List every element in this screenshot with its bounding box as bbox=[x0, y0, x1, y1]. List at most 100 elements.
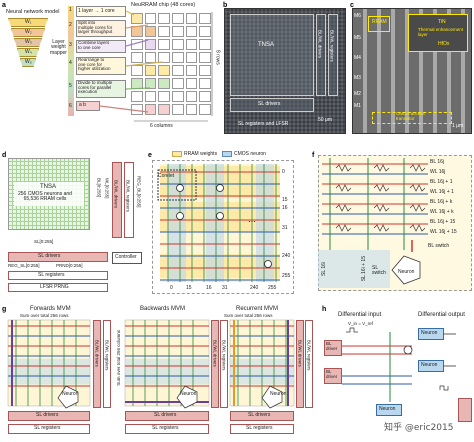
core-cell bbox=[199, 13, 211, 24]
sl-registers-d: SL registers bbox=[38, 272, 65, 278]
watermark: 知乎 @eric2015 bbox=[384, 423, 454, 433]
core-cell bbox=[185, 26, 198, 37]
sl-region bbox=[318, 250, 390, 288]
neuron-node bbox=[216, 212, 224, 220]
core-cell bbox=[199, 104, 211, 115]
g3-sl-registers: SL registers bbox=[246, 425, 273, 431]
cmos-transistor-text: CMOS access transistor bbox=[396, 111, 425, 121]
layer-weight-mapper: Layer weight mapper bbox=[50, 39, 67, 56]
tnsa-text: TNSA bbox=[258, 42, 275, 48]
sl-bus: SL[0:255] bbox=[34, 239, 54, 244]
h-pulse-out bbox=[439, 385, 449, 391]
rram-cell bbox=[373, 224, 390, 232]
core-cell bbox=[199, 39, 211, 50]
h-diff-input: Differential input bbox=[338, 312, 382, 318]
f-bl-k: BL 16j + k bbox=[430, 199, 453, 205]
core-cell bbox=[185, 39, 198, 50]
g-recurrent-title: Recurrent MVM bbox=[236, 306, 279, 312]
core-cell bbox=[185, 65, 198, 76]
cmos-band bbox=[168, 164, 186, 282]
panel-e-label: e bbox=[148, 152, 152, 159]
f-wl-1: WL 16j + 1 bbox=[430, 189, 454, 195]
g-neuron-shape bbox=[261, 385, 283, 409]
scale-c: 1 μm bbox=[452, 123, 464, 129]
e-row-16: 16 bbox=[282, 205, 288, 211]
f-wl-k: WL 16j + k bbox=[430, 209, 454, 215]
core-cell bbox=[172, 39, 184, 50]
neuron-node bbox=[264, 260, 272, 268]
e-row-240: 240 bbox=[282, 253, 291, 259]
step-5-num: 5 bbox=[69, 83, 72, 89]
e-col-15: 15 bbox=[186, 285, 192, 291]
h-bl-driver-1: BL driver bbox=[326, 341, 338, 351]
step-6-num: 6 bbox=[69, 103, 72, 109]
rram-cell bbox=[335, 224, 352, 232]
core-cell bbox=[185, 104, 198, 115]
step-3-num: 3 bbox=[69, 42, 72, 48]
cmos-band bbox=[256, 164, 274, 282]
panel-b-label: b bbox=[223, 2, 228, 9]
core-cell bbox=[199, 78, 211, 89]
nn-model-title: Neural network model bbox=[6, 9, 60, 15]
g2-neuron: Neuron bbox=[180, 391, 197, 397]
g1-sl-drivers: SL drivers bbox=[36, 412, 59, 418]
lfsr-prng: LFSR PRNG bbox=[40, 284, 69, 290]
e-col-31: 31 bbox=[222, 285, 228, 291]
core-cell bbox=[185, 78, 198, 89]
core-cell bbox=[185, 13, 198, 24]
neuron-node bbox=[176, 212, 184, 220]
core-cell bbox=[172, 91, 184, 102]
step-2-text: Split into multiple cores for larger thr… bbox=[78, 20, 113, 35]
blwl-registers-text: BL/WL registers bbox=[329, 30, 335, 62]
h-neuron-3: Neuron bbox=[379, 406, 396, 412]
weight-w2: W₂ bbox=[25, 29, 32, 35]
g2-blwl-registers: BL/WL registers bbox=[221, 340, 227, 371]
step-2-num: 2 bbox=[69, 22, 72, 28]
core-cell bbox=[199, 26, 211, 37]
rram-cell bbox=[373, 204, 390, 212]
hfox-text: HfOx bbox=[438, 41, 450, 47]
g-forward-sub: Sum over total 256 rows bbox=[20, 313, 69, 318]
core-grid bbox=[130, 12, 212, 116]
h-neuron-2: Neuron bbox=[421, 362, 438, 368]
panel-e-frame bbox=[152, 160, 294, 294]
g1-blwl-drivers: BL/WL drivers bbox=[94, 340, 100, 367]
f-bl-1: BL 16j + 1 bbox=[430, 179, 453, 185]
ellipsis: ⋯ bbox=[248, 217, 256, 226]
g3-blwl-registers: BL/WL registers bbox=[306, 340, 312, 371]
g-recurrent-sub: Sum over total 256 rows bbox=[224, 313, 273, 318]
g1-blwl-registers: BL/WL registers bbox=[104, 340, 110, 371]
g1-sl-registers: SL registers bbox=[34, 425, 61, 431]
weight-w5: W₅ bbox=[25, 59, 32, 65]
cmos-band bbox=[206, 164, 224, 282]
h-pulse bbox=[346, 327, 358, 333]
g2-blwl-drivers: BL/WL drivers bbox=[212, 340, 218, 367]
reg-sl-bus: REG_SL[0:255] bbox=[8, 263, 40, 268]
tnsa-title: TNSA bbox=[40, 184, 57, 190]
panel-g-label: g bbox=[2, 306, 7, 313]
e-row-31: 31 bbox=[282, 225, 288, 231]
rram-text: RRAM bbox=[372, 19, 387, 25]
neuron-shape bbox=[391, 255, 421, 285]
e-col-16: 16 bbox=[206, 285, 212, 291]
sl-drivers-text: SL drivers bbox=[258, 101, 281, 107]
blwl-registers-d: BL/WL registers bbox=[125, 180, 131, 212]
rram-cell bbox=[335, 164, 352, 172]
g-forward-title: Forwards MVM bbox=[30, 306, 71, 312]
step-1-text: 1 layer → 1 core bbox=[78, 8, 115, 14]
prnd-bus: PRND[0:255] bbox=[56, 263, 83, 268]
step-6-text: a b bbox=[79, 102, 86, 108]
corelet-box bbox=[157, 169, 197, 201]
bl-bus: BL[0:255] bbox=[96, 178, 102, 198]
metal-m3: M3 bbox=[354, 75, 361, 81]
rram-cell bbox=[335, 184, 352, 192]
metal-m5: M5 bbox=[354, 35, 361, 41]
core-cell bbox=[144, 91, 157, 102]
h-bl-driver-2: BL driver bbox=[326, 369, 338, 379]
weight-w4: W₄ bbox=[25, 49, 32, 55]
core-cell bbox=[199, 65, 211, 76]
step-4-text: Rearrange to one core for higher utiliza… bbox=[78, 57, 111, 72]
tnsa-region bbox=[230, 14, 314, 96]
core-cell bbox=[144, 78, 157, 89]
g1-neuron: Neuron bbox=[62, 391, 79, 397]
